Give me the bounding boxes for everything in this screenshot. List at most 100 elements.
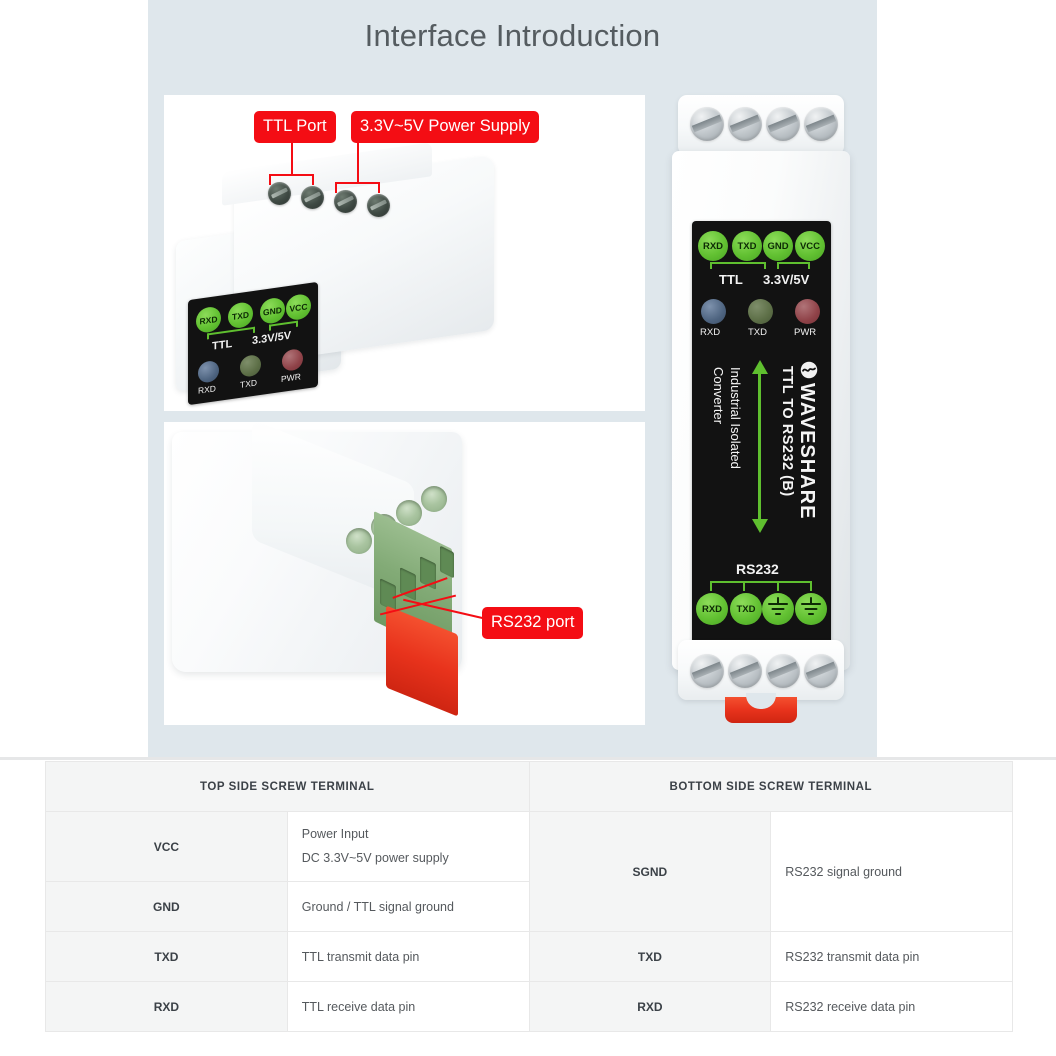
ttl-port-bracket (269, 174, 314, 185)
screw-icon (301, 186, 324, 209)
page-title: Interface Introduction (364, 18, 661, 53)
power-supply-leader (357, 139, 359, 183)
device-subtitle-line-1: Industrial Isolated (728, 367, 743, 469)
photo-front-view: RXD TXD GND VCC TTL 3.3V/5V RXD TXD PWR … (672, 95, 850, 723)
photo-top-side-view: RXD TXD GND VCC TTL 3.3V/5V RXD TXD PWR (164, 95, 645, 411)
silk-led-txd: TXD (748, 327, 767, 338)
ground-icon (767, 597, 789, 617)
vcc-desc-line-2: DC 3.3V~5V power supply (301, 850, 449, 865)
screw-icon (367, 194, 390, 217)
header-bottom-side: BOTTOM SIDE SCREW TERMINAL (528, 761, 1013, 812)
terminal-reference-table: TOP SIDE SCREW TERMINAL BOTTOM SIDE SCRE… (45, 761, 1013, 1032)
up-arrow-icon (752, 360, 768, 374)
section-divider (0, 757, 1056, 760)
pad-rs232-txd: TXD (730, 593, 762, 625)
cell-desc-txd-ttl: TTL transmit data pin (286, 931, 530, 982)
product-name: TTL TO RS232 (B) (779, 366, 795, 497)
pad-rs232-sgnd-1 (762, 593, 794, 625)
led-pwr (282, 347, 303, 372)
waveshare-logo-icon (800, 361, 818, 379)
led-txd (240, 353, 261, 378)
device-front-label-panel: RXD TXD GND VCC TTL 3.3V/5V RXD TXD PWR … (692, 221, 831, 653)
silk-voltage: 3.3V/5V (763, 272, 810, 287)
ground-icon (800, 597, 822, 617)
down-arrow-icon (752, 519, 768, 533)
vcc-desc-line-1: Power Input (301, 827, 369, 842)
pad-vcc: VCC (286, 292, 311, 322)
table-header-row: TOP SIDE SCREW TERMINAL BOTTOM SIDE SCRE… (45, 761, 1013, 812)
pad-vcc: VCC (795, 231, 825, 261)
cell-desc-vcc: Power Input DC 3.3V~5V power supply (286, 811, 530, 882)
terminal-hole (421, 486, 447, 512)
cell-key-txd-ttl: TXD (45, 931, 288, 982)
silk-rs232: RS232 (736, 561, 779, 577)
screw-icon (268, 182, 291, 205)
led-txd (748, 299, 773, 324)
rs232-group-bracket (710, 581, 812, 591)
ttl-group-bracket (710, 262, 766, 269)
pad-txd: TXD (228, 301, 253, 330)
device-front-label-panel-small: RXD TXD GND VCC TTL 3.3V/5V RXD TXD PWR (188, 281, 318, 406)
pad-rxd: RXD (698, 231, 728, 261)
pad-rxd: RXD (196, 305, 221, 335)
table-row: VCC Power Input DC 3.3V~5V power supply … (45, 811, 1013, 932)
screw-icon (804, 654, 838, 688)
cell-desc-txd-rs232: RS232 transmit data pin (770, 931, 1013, 982)
pad-rs232-sgnd-2 (795, 593, 827, 625)
screw-icon (334, 190, 357, 213)
screw-icon (728, 654, 762, 688)
brand-name: WAVESHARE (796, 383, 818, 520)
silk-led-txd: TXD (240, 377, 257, 390)
din-clip-notch (746, 693, 776, 709)
top-screw-terminal-block (678, 95, 844, 155)
silk-led-pwr: PWR (794, 327, 817, 338)
cell-key-sgnd: SGND (528, 811, 772, 932)
callout-power-supply: 3.3V~5V Power Supply (351, 111, 540, 143)
cell-desc-gnd: Ground / TTL signal ground (286, 881, 530, 932)
table-row: TXD TTL transmit data pin TXD RS232 tran… (45, 931, 1013, 982)
pad-gnd: GND (763, 231, 793, 261)
callout-ttl-port: TTL Port (254, 111, 336, 143)
silk-led-rxd: RXD (198, 383, 216, 396)
callout-rs232-port: RS232 port (482, 607, 584, 639)
power-supply-bracket (335, 182, 380, 193)
power-group-bracket (777, 262, 810, 269)
screw-icon (690, 654, 724, 688)
table-row: GND Ground / TTL signal ground (45, 881, 1013, 932)
cell-desc-rxd-rs232: RS232 receive data pin (770, 981, 1013, 1032)
silk-led-rxd: RXD (700, 327, 721, 338)
bracket-tick (777, 581, 779, 591)
table-row: RXD TTL receive data pin RXD RS232 recei… (45, 981, 1013, 1032)
screw-icon (766, 107, 800, 141)
table-header: TOP SIDE SCREW TERMINAL BOTTOM SIDE SCRE… (45, 761, 1013, 812)
silk-ttl: TTL (719, 272, 743, 287)
cell-key-gnd: GND (45, 881, 288, 932)
led-pwr (795, 299, 820, 324)
pad-gnd: GND (260, 296, 285, 326)
cell-key-txd-rs232: TXD (528, 931, 772, 982)
led-rxd (198, 359, 219, 384)
device-subtitle-line-2: Converter (711, 367, 726, 425)
cell-key-rxd-ttl: RXD (45, 981, 288, 1032)
screw-icon (728, 107, 762, 141)
terminal-hole (346, 528, 372, 554)
silk-voltage: 3.3V/5V (252, 329, 292, 348)
led-rxd (701, 299, 726, 324)
bracket-tick (743, 581, 745, 591)
pad-rs232-rxd: RXD (696, 593, 728, 625)
photo-bottom-side-view (164, 422, 645, 725)
down-arrow-icon (758, 366, 761, 526)
screw-icon (690, 107, 724, 141)
cell-key-vcc: VCC (45, 811, 288, 882)
terminal-hole (396, 500, 422, 526)
screw-icon (766, 654, 800, 688)
pad-txd: TXD (732, 231, 762, 261)
cell-desc-sgnd: RS232 signal ground (770, 811, 1013, 932)
ttl-port-leader (291, 139, 293, 175)
silk-led-pwr: PWR (281, 371, 301, 385)
cell-key-rxd-rs232: RXD (528, 981, 772, 1032)
bottom-screw-terminal-block (678, 640, 844, 700)
header-top-side: TOP SIDE SCREW TERMINAL (45, 761, 530, 812)
silk-ttl: TTL (212, 337, 233, 353)
